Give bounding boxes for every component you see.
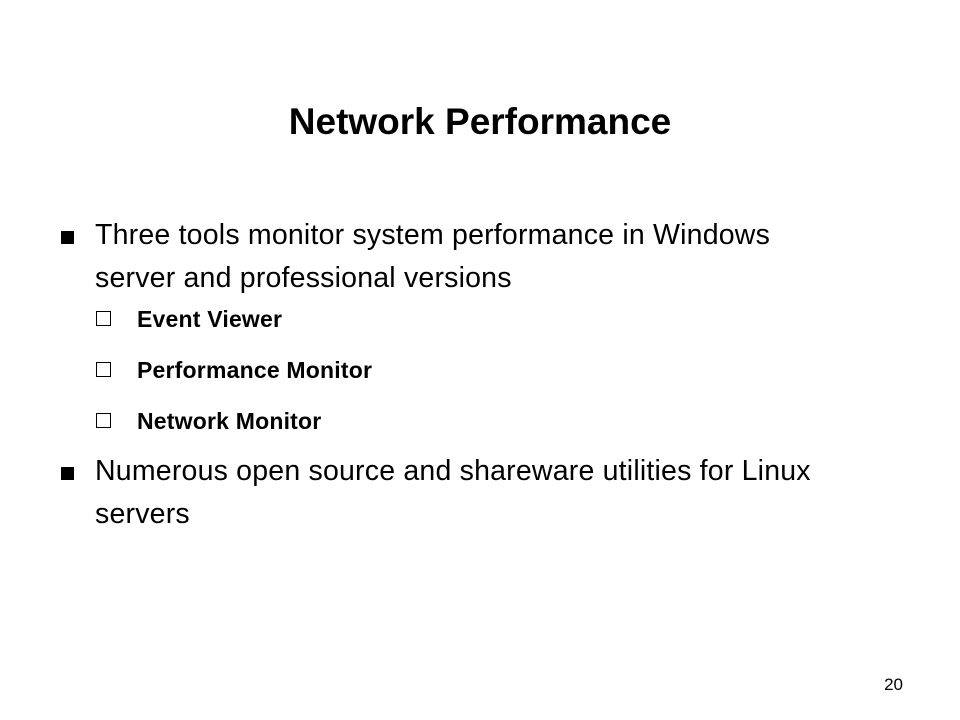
sub-bullet-list: Event Viewer Performance Monitor Network…: [95, 304, 838, 436]
slide-title: Network Performance: [288, 101, 672, 142]
hollow-square-bullet-icon: [96, 362, 111, 377]
sub-bullet-item: Performance Monitor: [95, 355, 838, 385]
bullet-list: Three tools monitor system performance i…: [58, 214, 838, 536]
hollow-square-bullet-icon: [96, 311, 111, 326]
sub-bullet-item: Network Monitor: [95, 406, 838, 436]
bullet-text: Three tools monitor system performance i…: [95, 219, 771, 294]
bullet-text: Numerous open source and shareware utili…: [95, 455, 811, 530]
bullet-item: Three tools monitor system performance i…: [58, 214, 838, 436]
sub-bullet-text: Event Viewer: [137, 306, 283, 332]
bullet-item: Numerous open source and shareware utili…: [58, 450, 838, 536]
hollow-square-bullet-icon: [96, 413, 111, 428]
filled-square-bullet-icon: [61, 467, 74, 480]
page-number: 20: [884, 675, 903, 694]
sub-bullet-text: Network Monitor: [137, 408, 322, 434]
sub-bullet-text: Performance Monitor: [137, 357, 373, 383]
sub-bullet-item: Event Viewer: [95, 304, 838, 334]
filled-square-bullet-icon: [61, 231, 74, 244]
